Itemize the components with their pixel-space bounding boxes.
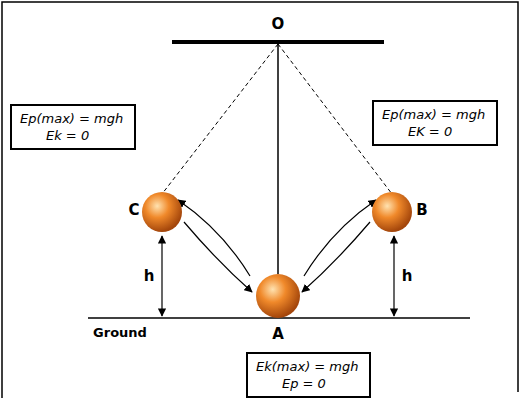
point-label: C xyxy=(128,201,139,219)
pendulum-bob xyxy=(372,192,412,232)
ground-label: Ground xyxy=(93,325,147,340)
pendulum-bob xyxy=(256,274,300,318)
string xyxy=(277,44,279,274)
pivot-label: O xyxy=(272,15,285,33)
height-arrow xyxy=(161,236,162,316)
energy-equation: Ep = 0 xyxy=(256,375,361,392)
energy-box: Ep(max) = mghEk = 0 xyxy=(10,104,136,150)
swing-arrow xyxy=(304,200,376,276)
pendulum-bob xyxy=(142,192,182,232)
support-bar xyxy=(172,40,384,44)
string-dashed xyxy=(162,44,278,194)
swing-arrow xyxy=(184,222,252,292)
swing-arrow xyxy=(178,200,250,276)
energy-equation: EK = 0 xyxy=(382,123,488,140)
energy-equation: Ep(max) = mgh xyxy=(20,110,126,127)
energy-box: Ep(max) = mghEK = 0 xyxy=(372,100,498,146)
energy-equation: Ek = 0 xyxy=(20,127,126,144)
height-arrow xyxy=(393,236,394,316)
energy-equation: Ep(max) = mgh xyxy=(382,106,488,123)
height-label: h xyxy=(402,267,413,285)
energy-box: Ek(max) = mghEp = 0 xyxy=(246,352,371,398)
height-label: h xyxy=(144,267,155,285)
point-label: A xyxy=(272,325,284,343)
energy-equation: Ek(max) = mgh xyxy=(256,358,361,375)
frame xyxy=(2,2,518,398)
swing-arrow xyxy=(302,222,370,292)
point-label: B xyxy=(416,201,427,219)
